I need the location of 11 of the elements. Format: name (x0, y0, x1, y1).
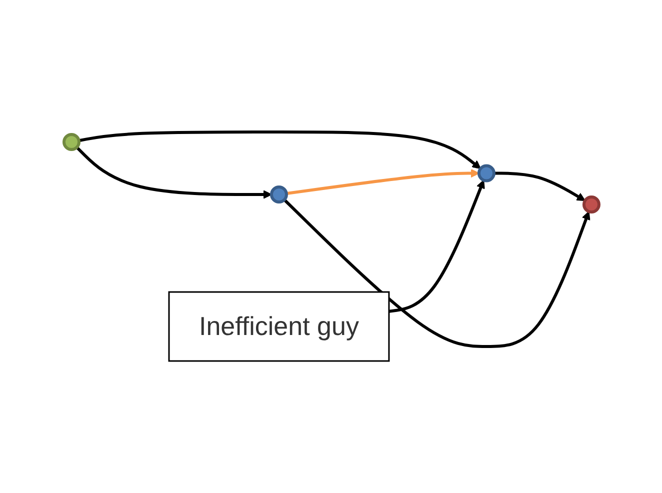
node-circle (62, 133, 80, 151)
node-box: Inefficient guy (168, 291, 390, 362)
arrow (388, 180, 484, 313)
arrow (75, 146, 272, 199)
arrow (282, 198, 590, 348)
arrow (78, 130, 480, 170)
arrow (493, 172, 585, 202)
node-circle (476, 164, 495, 182)
node-circle (270, 186, 288, 204)
arrow (286, 168, 479, 195)
node-circle (582, 196, 600, 214)
